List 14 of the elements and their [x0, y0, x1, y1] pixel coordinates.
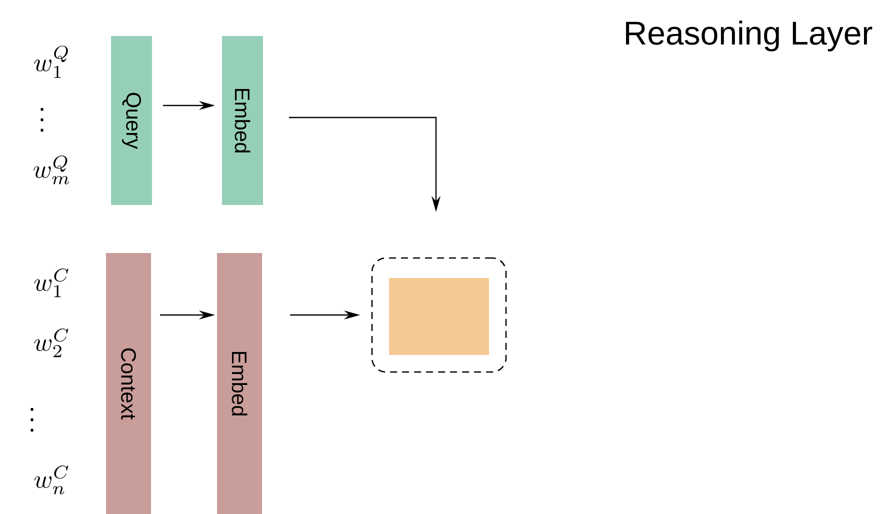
layer-bar: Embed	[217, 253, 262, 514]
layer-bar: Embed	[222, 36, 263, 205]
reasoning-box	[389, 278, 489, 355]
layer-bar: Query	[111, 36, 152, 205]
dashed-box	[371, 257, 507, 373]
math-symbol: $\vdots$	[30, 408, 34, 432]
math-symbol: $w_1^Q$	[34, 46, 68, 78]
math-symbol: $w_m^Q$	[34, 156, 69, 184]
math-symbol: $\vdots$	[40, 108, 44, 132]
math-symbol: $w_1^C$	[34, 268, 68, 298]
title: Reasoning Layer	[626, 20, 872, 52]
layer-bar: Context	[106, 253, 151, 514]
math-symbol: $w_n^C$	[34, 466, 68, 494]
math-symbol: $w_2^C$	[34, 328, 68, 358]
